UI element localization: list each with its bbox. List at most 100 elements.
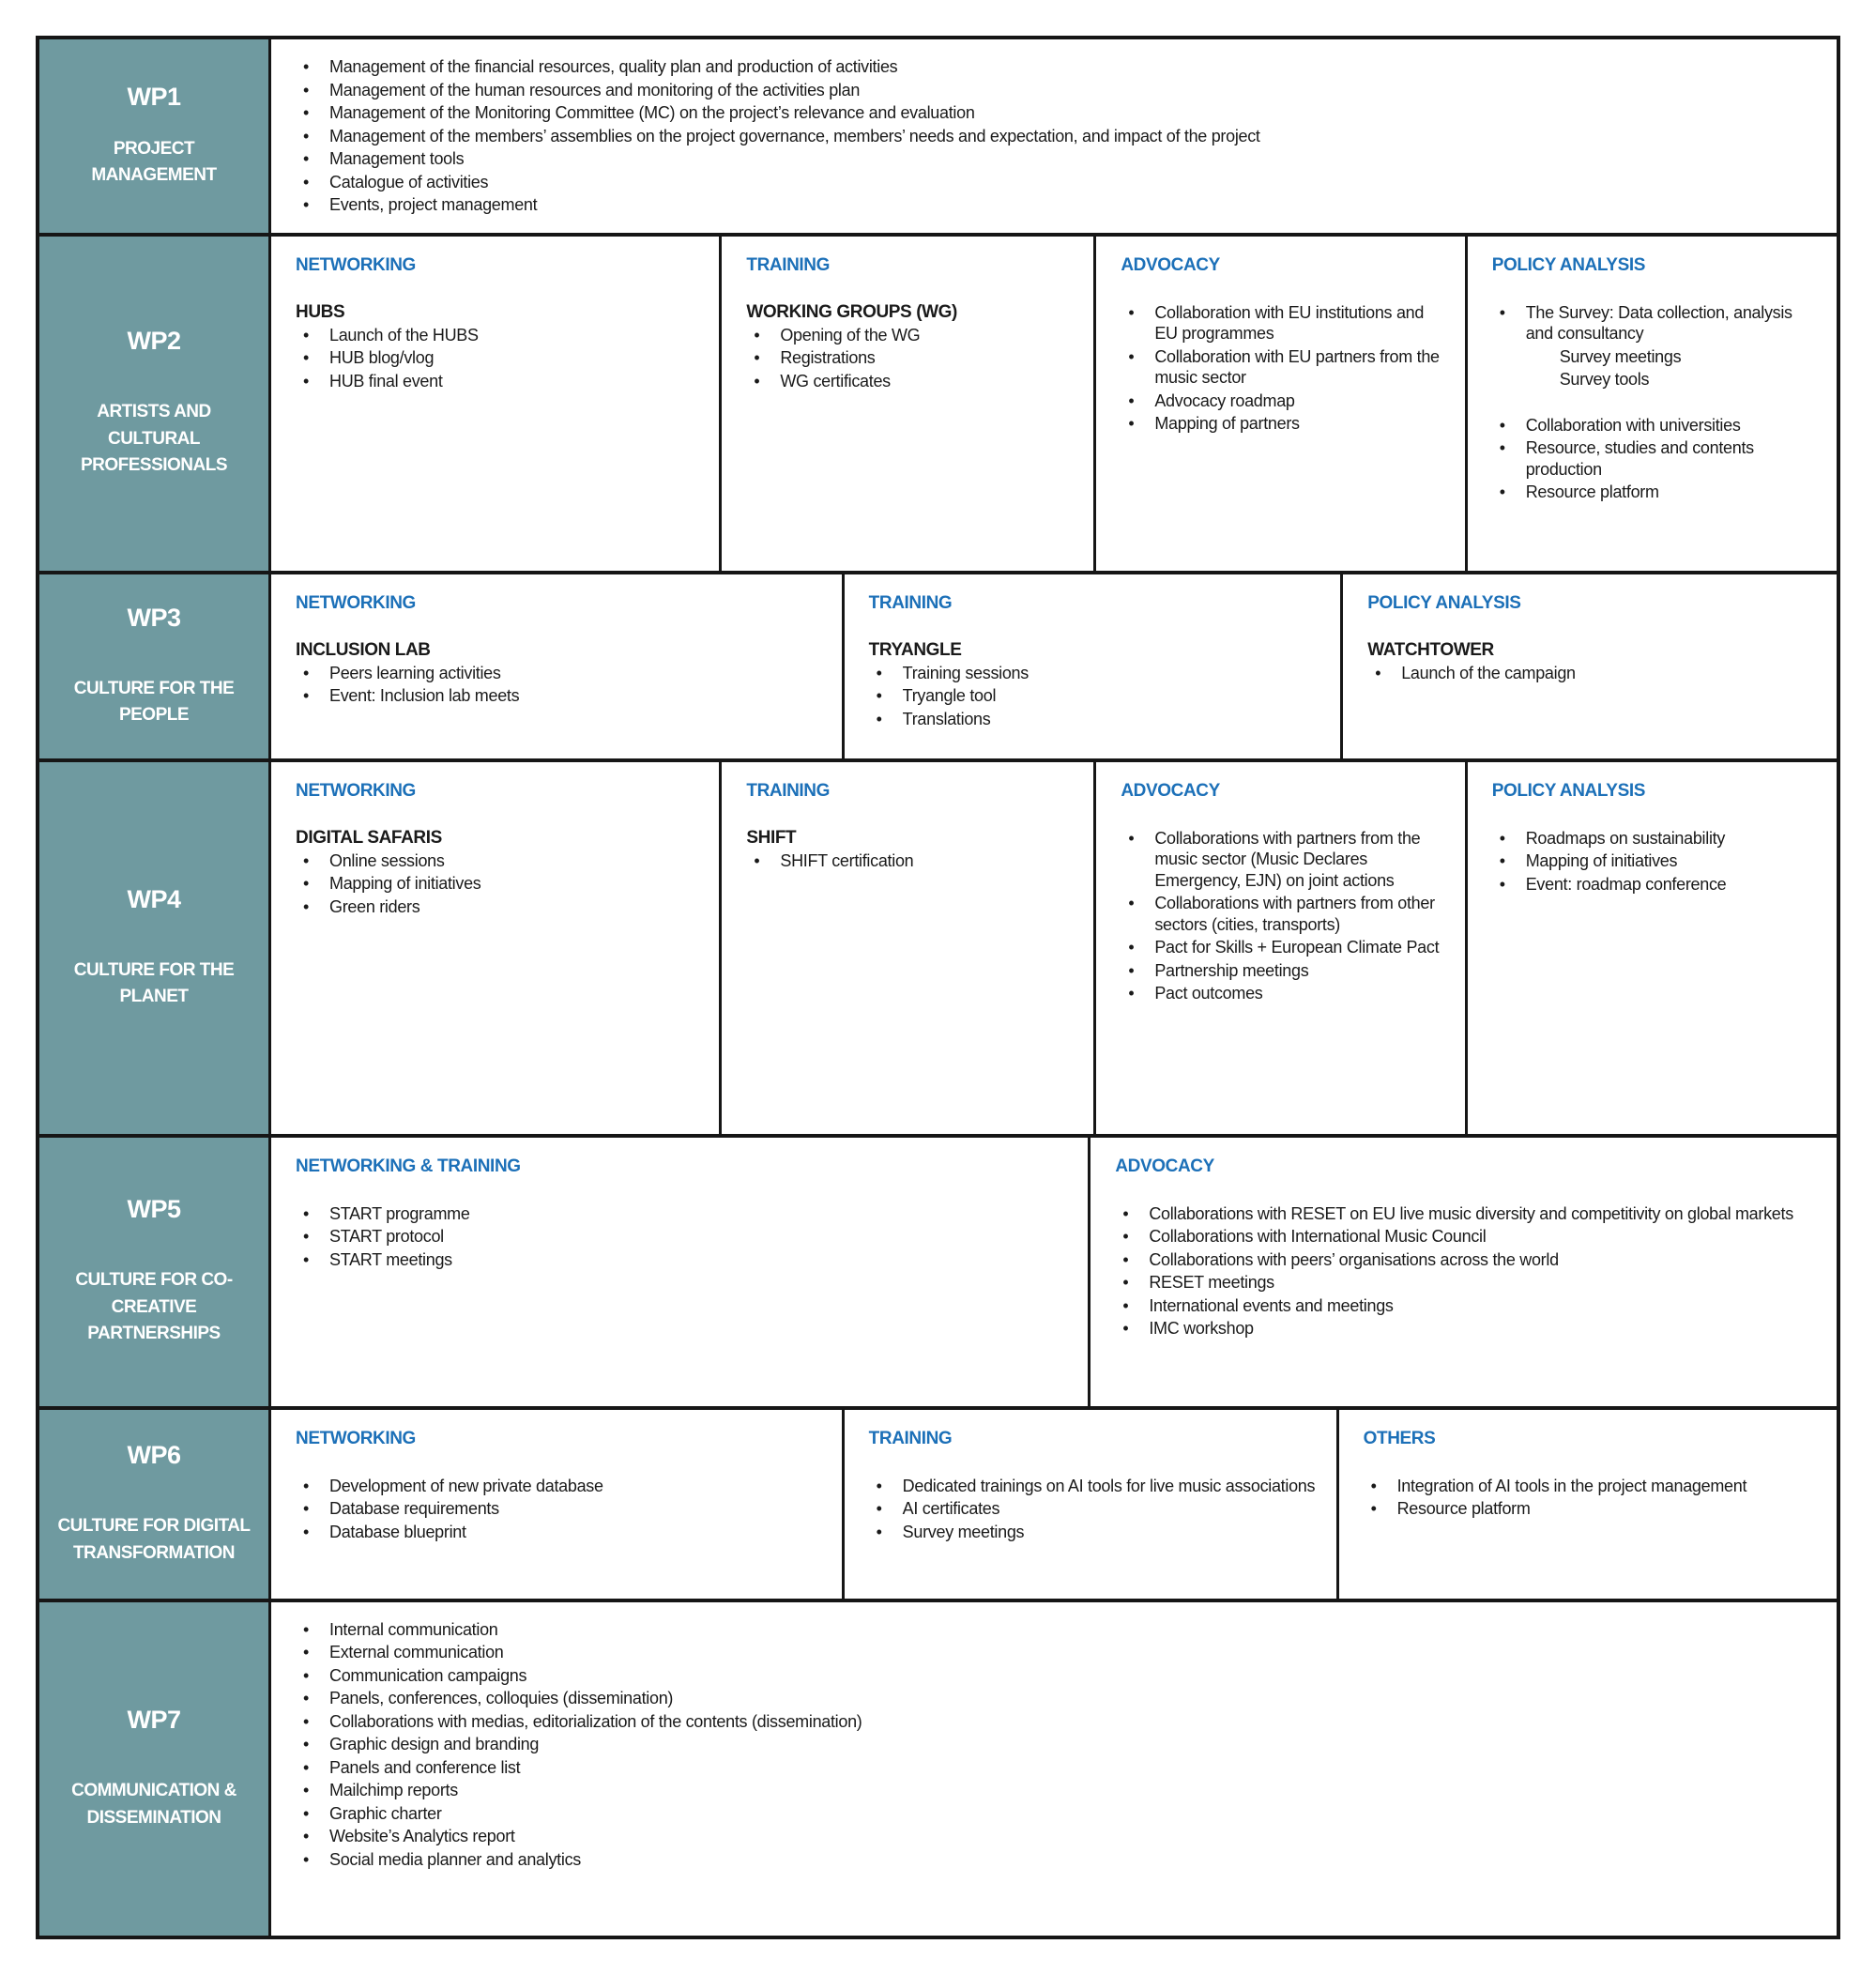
wp-table: WP1 PROJECT MANAGEMENT • Management of t…	[36, 36, 1840, 1939]
list-item: • Panels and conference list	[292, 1757, 1820, 1779]
list-item-text: Survey meetings	[1559, 346, 1682, 366]
list-item: • The Survey: Data collection, analysis …	[1488, 302, 1820, 344]
activity-group: WORKING GROUPS (WG) • Opening of the WG …	[742, 302, 1076, 392]
wp-number: WP6	[127, 1441, 181, 1469]
bullet-icon: •	[303, 1665, 310, 1685]
list-item-text: Survey tools	[1559, 370, 1650, 389]
list-item: • AI certificates	[865, 1498, 1319, 1520]
list-item: • SHIFT certification	[742, 850, 1076, 872]
list-item-text: Launch of the HUBS	[329, 325, 479, 344]
bullet-icon: •	[1499, 851, 1505, 870]
cell-wp3-policy-analysis: POLICY ANALYSIS WATCHTOWER • Launch of t…	[1343, 574, 1837, 758]
activity-group: DIGITAL SAFARIS • Online sessions • Mapp…	[292, 828, 702, 918]
list-item-text: Collaborations with partners from the mu…	[1154, 828, 1421, 890]
list-item: • Collaborations with partners from othe…	[1117, 893, 1447, 935]
category-heading: NETWORKING	[296, 780, 416, 801]
bullet-icon: •	[876, 1522, 882, 1541]
activity-group-label: HUBS	[296, 301, 345, 322]
list-item: • Database requirements	[292, 1498, 825, 1520]
list-item-text: Advocacy roadmap	[1154, 390, 1295, 410]
bullet-icon: •	[1128, 302, 1135, 322]
list-item: • Mapping of initiatives	[1488, 850, 1820, 872]
list-item: • Dedicated trainings on AI tools for li…	[865, 1476, 1319, 1497]
bullet-icon: •	[1128, 894, 1135, 912]
list-item: • Collaboration with EU partners from th…	[1117, 346, 1447, 389]
wp-number: WP7	[127, 1706, 181, 1734]
list-item: • Partnership meetings	[1117, 960, 1447, 982]
wp-number: WP5	[127, 1195, 181, 1224]
list-item-text: Dedicated trainings on AI tools for live…	[902, 1476, 1316, 1495]
list-item-text: Event: Inclusion lab meets	[329, 686, 520, 705]
list-item-text: Pact for Skills + European Climate Pact	[1154, 938, 1440, 957]
list-item: • Communication campaigns	[292, 1665, 1820, 1687]
list-item: • Internal communication	[292, 1619, 1820, 1641]
list-item-text: Catalogue of activities	[329, 172, 489, 191]
list-item: • Management of the members’ assemblies …	[292, 126, 1820, 147]
wp-title: COMMUNICATION & DISSEMINATION	[71, 1781, 236, 1828]
list-item: • START programme	[292, 1203, 1071, 1225]
bullet-icon: •	[1499, 438, 1505, 457]
list-item: • HUB blog/vlog	[292, 347, 702, 369]
list-item-text: Event: roadmap conference	[1525, 874, 1727, 894]
bullet-icon: •	[303, 1711, 310, 1731]
list-item-text: Communication campaigns	[329, 1665, 527, 1685]
bullet-icon: •	[303, 686, 310, 705]
cell-wp5-advocacy: ADVOCACY • Collaborations with RESET on …	[1091, 1138, 1837, 1406]
wp-label-cell: WP1 PROJECT MANAGEMENT	[39, 39, 271, 233]
cell-wp1-wp1: • Management of the financial resources,…	[271, 39, 1837, 233]
list-item-text: SHIFT certification	[780, 850, 914, 870]
list-item-text: Management of the Monitoring Committee (…	[329, 103, 975, 122]
activity-group: • The Survey: Data collection, analysis …	[1488, 302, 1820, 390]
cell-wp2-advocacy: ADVOCACY • Collaboration with EU institu…	[1096, 236, 1468, 571]
bullet-icon: •	[1122, 1227, 1129, 1246]
list-item: • Events, project management	[292, 194, 1820, 216]
row-content: NETWORKING & TRAINING • START programme …	[271, 1137, 1837, 1406]
list-item-text: Graphic design and branding	[329, 1735, 540, 1753]
list-item: • Development of new private database	[292, 1476, 825, 1497]
table-row-wp2: WP2 ARTISTS AND CULTURAL PROFESSIONALS N…	[39, 236, 1837, 574]
bullet-icon: •	[754, 371, 760, 390]
list-item-text: Events, project management	[329, 195, 538, 214]
category-heading: NETWORKING	[296, 1428, 416, 1448]
wp-title: CULTURE FOR THE PLANET	[73, 959, 235, 1007]
list-item: • RESET meetings	[1111, 1272, 1820, 1294]
list-item: • Pact outcomes	[1117, 983, 1447, 1004]
list-item-text: Translations	[902, 709, 991, 728]
list-item-text: Online sessions	[329, 850, 445, 870]
activity-group-label: DIGITAL SAFARIS	[296, 827, 442, 848]
list-item-text: Integration of AI tools in the project m…	[1396, 1476, 1747, 1495]
activity-group: • Collaborations with RESET on EU live m…	[1111, 1203, 1820, 1340]
list-item-text: Registrations	[780, 348, 876, 367]
bullet-icon: •	[1499, 828, 1505, 848]
cell-wp6-training: TRAINING • Dedicated trainings on AI too…	[845, 1409, 1339, 1599]
bullet-icon: •	[1375, 663, 1381, 682]
list-item: • Website’s Analytics report	[292, 1826, 1820, 1847]
bullet-icon: •	[303, 1227, 310, 1246]
bullet-icon: •	[303, 1849, 310, 1869]
activity-group: • Collaborations with partners from the …	[1117, 828, 1447, 1004]
list-item: • Opening of the WG	[742, 325, 1076, 346]
activity-group: • Collaboration with universities • Reso…	[1488, 415, 1820, 503]
activity-group: • Roadmaps on sustainability • Mapping o…	[1488, 828, 1820, 896]
bullet-icon: •	[1122, 1295, 1129, 1315]
list-item: • Database blueprint	[292, 1522, 825, 1543]
activity-group: • Internal communication • External comm…	[292, 1619, 1820, 1871]
bullet-icon: •	[303, 874, 310, 893]
bullet-icon: •	[303, 1757, 310, 1777]
wp-title: ARTISTS AND CULTURAL PROFESSIONALS	[80, 402, 228, 476]
list-item-text: Survey meetings	[902, 1522, 1025, 1541]
bullet-icon: •	[303, 1827, 310, 1845]
bullet-icon: •	[1122, 1319, 1129, 1338]
list-item-text: HUB blog/vlog	[329, 348, 435, 367]
bullet-icon: •	[303, 896, 310, 916]
list-item-text: HUB final event	[329, 371, 443, 390]
list-item: • Event: Inclusion lab meets	[292, 685, 825, 707]
list-item-text: Collaboration with EU institutions and E…	[1154, 302, 1425, 344]
list-item: • HUB final event	[292, 371, 702, 392]
bullet-icon: •	[754, 348, 760, 367]
row-content: NETWORKING HUBS • Launch of the HUBS • H…	[271, 236, 1837, 571]
category-heading: NETWORKING	[296, 592, 416, 613]
list-item: • Resource, studies and contents product…	[1488, 437, 1820, 480]
bullet-icon: •	[1128, 414, 1135, 433]
wp-title: CULTURE FOR DIGITAL TRANSFORMATION	[57, 1516, 251, 1563]
